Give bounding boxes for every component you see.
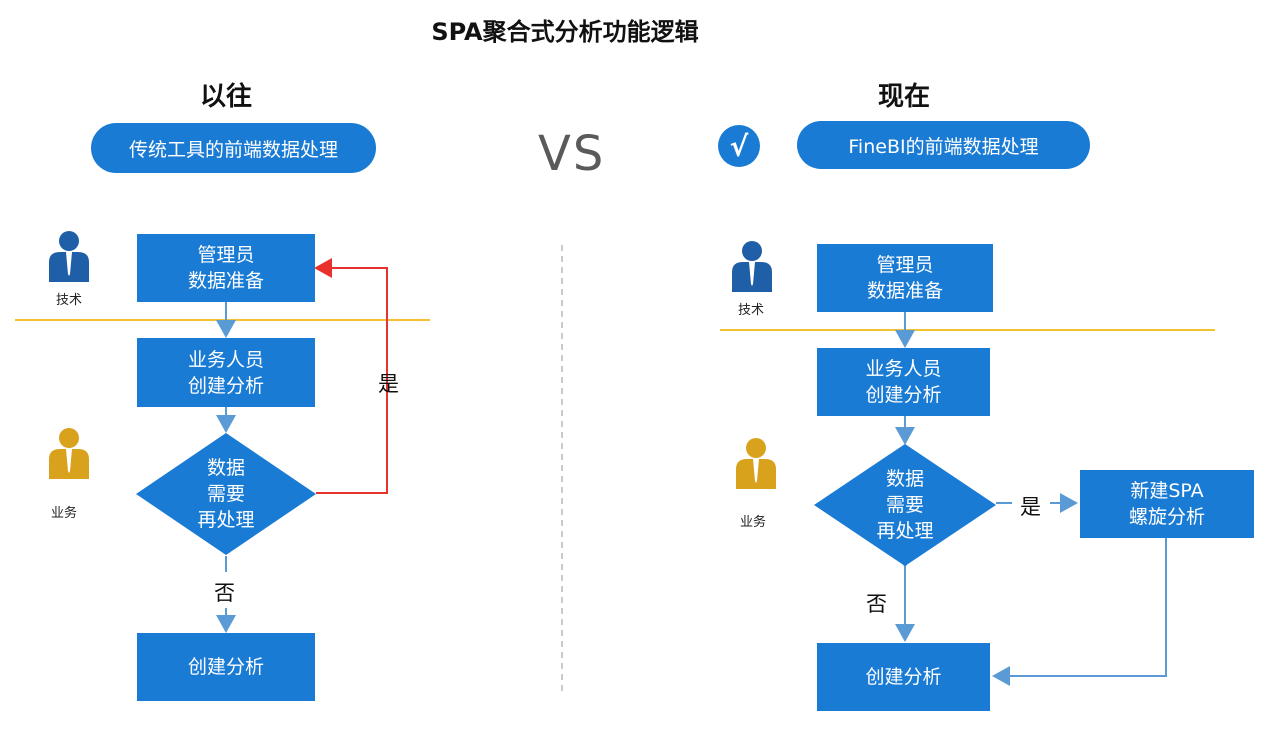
left-diamond-line3: 再处理 bbox=[197, 509, 255, 531]
left-business-box-line1: 业务人员 bbox=[187, 348, 264, 371]
right-create-box: 创建分析 bbox=[817, 643, 990, 711]
left-yes-label: 是 bbox=[378, 372, 399, 396]
right-tech-person-icon bbox=[732, 241, 772, 292]
page-title: SPA聚合式分析功能逻辑 bbox=[431, 18, 699, 46]
right-tool-pill: FineBI的前端数据处理 bbox=[797, 121, 1090, 169]
left-diamond-line2: 需要 bbox=[206, 483, 245, 505]
left-heading: 以往 bbox=[199, 82, 252, 112]
left-diamond-label: 数据 需要 再处理 bbox=[166, 453, 286, 535]
right-spa-box-line1: 新建SPA bbox=[1130, 480, 1204, 502]
right-heading: 现在 bbox=[877, 82, 930, 112]
left-business-person-icon bbox=[49, 428, 89, 479]
left-tool-pill: 传统工具的前端数据处理 bbox=[91, 123, 376, 173]
left-business-box-line2: 创建分析 bbox=[187, 374, 264, 397]
right-diamond-line3: 再处理 bbox=[876, 520, 934, 542]
left-role-tech-label: 技术 bbox=[55, 293, 82, 308]
right-spa-box: 新建SPA 螺旋分析 bbox=[1080, 470, 1254, 538]
left-no-label: 否 bbox=[214, 581, 235, 605]
right-admin-box-line1: 管理员 bbox=[876, 254, 934, 276]
right-arrow-spa-to-create bbox=[992, 538, 1167, 686]
right-diamond-line1: 数据 bbox=[885, 468, 924, 490]
left-business-box: 业务人员 创建分析 bbox=[137, 338, 315, 407]
left-decision-diamond bbox=[136, 433, 316, 555]
right-business-box-line1: 业务人员 bbox=[865, 358, 942, 380]
left-admin-box-line2: 数据准备 bbox=[187, 270, 264, 292]
right-role-tech-label: 技术 bbox=[737, 303, 764, 318]
right-yes-label: 是 bbox=[1020, 495, 1041, 519]
right-admin-box: 管理员 数据准备 bbox=[817, 244, 993, 312]
left-create-box: 创建分析 bbox=[137, 633, 315, 701]
right-diamond-label: 数据 需要 再处理 bbox=[845, 464, 965, 546]
right-spa-box-line2: 螺旋分析 bbox=[1128, 506, 1205, 528]
left-diamond-line1: 数据 bbox=[206, 457, 245, 479]
check-icon: √ bbox=[718, 125, 760, 167]
vs-label: VS bbox=[538, 126, 606, 182]
left-admin-box-line1: 管理员 bbox=[197, 244, 255, 266]
right-admin-box-line2: 数据准备 bbox=[866, 280, 943, 302]
right-business-person-icon bbox=[736, 438, 776, 489]
left-admin-box: 管理员 数据准备 bbox=[137, 234, 315, 302]
right-diamond-line2: 需要 bbox=[885, 494, 924, 516]
left-loop-yes-arrow bbox=[314, 258, 388, 494]
right-business-box: 业务人员 创建分析 bbox=[817, 348, 990, 416]
left-role-business-label: 业务 bbox=[50, 506, 77, 521]
right-role-business-label: 业务 bbox=[739, 515, 766, 530]
left-tech-person-icon bbox=[49, 231, 89, 282]
right-no-label: 否 bbox=[866, 592, 887, 616]
right-decision-diamond bbox=[814, 444, 996, 566]
right-business-box-line2: 创建分析 bbox=[865, 384, 942, 406]
